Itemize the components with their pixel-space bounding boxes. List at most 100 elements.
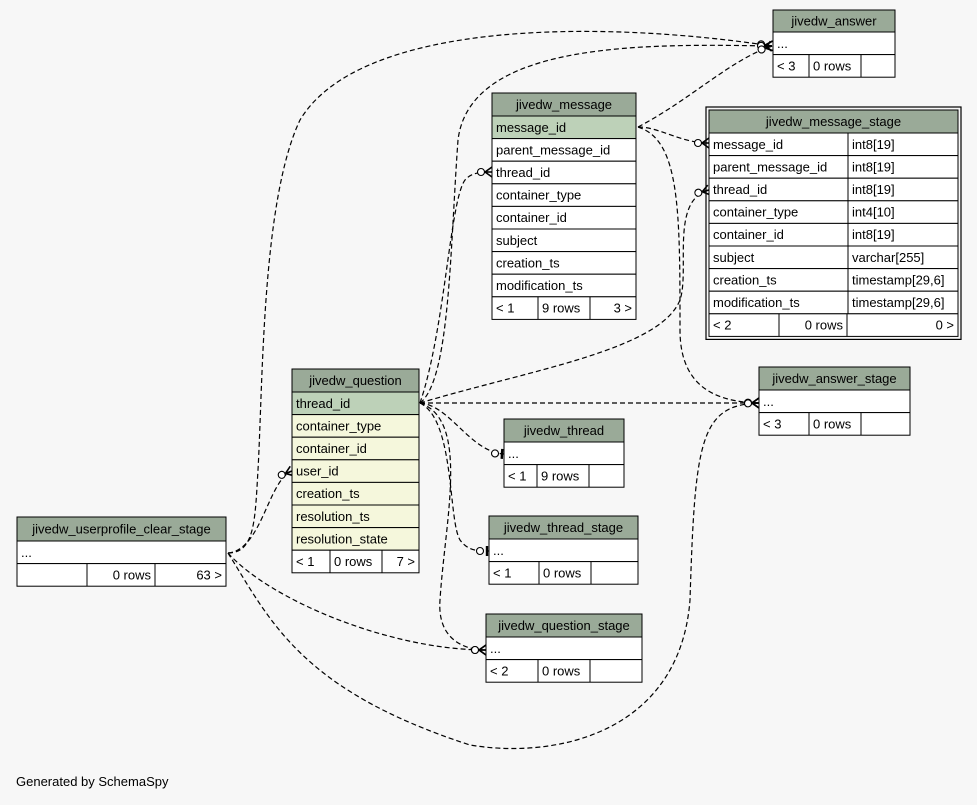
column-name: resolution_state — [296, 531, 388, 546]
column-name: container_type — [296, 418, 381, 433]
table-name: jivedw_answer_stage — [771, 371, 896, 386]
parents-count: < 1 — [493, 565, 511, 580]
column-row — [16, 540, 227, 565]
column-type: int8[19] — [852, 182, 895, 197]
column-name: creation_ts — [296, 486, 360, 501]
column-type: timestamp[29,6] — [852, 272, 945, 287]
edge-question-message — [419, 172, 492, 404]
column-name: ... — [490, 641, 501, 656]
column-name: container_id — [713, 227, 784, 242]
table-footer — [16, 563, 227, 587]
column-type: timestamp[29,6] — [852, 295, 945, 310]
column-row — [485, 636, 643, 661]
row-count: 9 rows — [541, 468, 580, 483]
column-row — [758, 389, 911, 414]
parents-count: < 1 — [496, 301, 514, 316]
children-count: 0 > — [936, 318, 954, 333]
column-name: subject — [496, 233, 538, 248]
children-count: 3 > — [614, 301, 632, 316]
column-name: container_id — [496, 210, 567, 225]
table-footer — [491, 296, 637, 320]
table-jivedw-answer-stage[interactable]: jivedw_answer_stage... < 3 0 rows — [758, 366, 911, 436]
column-name: thread_id — [496, 165, 550, 180]
row-count: 0 rows — [113, 567, 152, 582]
column-name: parent_message_id — [713, 159, 827, 174]
row-count: 0 rows — [813, 416, 852, 431]
table-jivedw-question[interactable]: jivedw_question thread_id container_typeco… — [291, 368, 420, 574]
table-jivedw-question-stage[interactable]: jivedw_question_stage... < 2 0 rows — [485, 613, 643, 683]
column-type: int4[10] — [852, 205, 895, 220]
edge-message-message-stage — [637, 126, 709, 143]
column-row — [503, 441, 625, 466]
table-footer — [758, 412, 911, 436]
table-footer — [291, 549, 420, 574]
children-count: 7 > — [397, 554, 415, 569]
relationships — [227, 30, 772, 750]
table-outer-border — [705, 106, 962, 340]
table-header — [16, 516, 227, 542]
parents-count: < 2 — [490, 663, 508, 678]
column-name: parent_message_id — [496, 142, 610, 157]
column-name: resolution_ts — [296, 509, 370, 524]
table-jivedw-message[interactable]: jivedw_message message_id parent_message_i… — [491, 92, 637, 320]
table-name: jivedw_answer — [790, 14, 877, 29]
edge-question-message-stage — [419, 190, 709, 404]
table-footer — [772, 54, 896, 78]
table-footer — [485, 659, 643, 683]
children-count: 63 > — [196, 567, 222, 582]
edge-question-answer — [419, 45, 772, 404]
row-count: 0 rows — [813, 58, 852, 73]
table-name: jivedw_question — [308, 373, 402, 388]
edge-message-answer-stage — [637, 126, 759, 403]
column-name: ... — [493, 543, 504, 558]
column-type: varchar[255] — [852, 250, 924, 265]
column-name: creation_ts — [713, 272, 777, 287]
column-name: container_type — [713, 205, 798, 220]
parents-count: < 1 — [296, 554, 314, 569]
generated-by-label: Generated by SchemaSpy — [16, 774, 169, 789]
edge-question-question-stage — [419, 402, 486, 650]
row-count: 0 rows — [543, 565, 582, 580]
column-row — [488, 538, 639, 563]
table-name: jivedw_message — [515, 97, 612, 112]
column-name: container_type — [496, 188, 581, 203]
edge-userprofile-question-stage — [227, 552, 486, 650]
column-name: container_id — [296, 441, 367, 456]
row-count: 0 rows — [805, 318, 844, 333]
column-name: message_id — [496, 120, 566, 135]
table-name: jivedw_userprofile_clear_stage — [31, 522, 211, 537]
column-type: int8[19] — [852, 159, 895, 174]
table-jivedw-thread-stage[interactable]: jivedw_thread_stage... < 1 0 rows — [488, 515, 639, 585]
column-type: int8[19] — [852, 137, 895, 152]
column-name: user_id — [296, 464, 339, 479]
table-footer — [488, 561, 639, 585]
column-type: int8[19] — [852, 227, 895, 242]
table-name: jivedw_thread_stage — [503, 520, 623, 535]
column-name: ... — [777, 36, 788, 51]
column-name: modification_ts — [496, 278, 583, 293]
column-name: ... — [508, 446, 519, 461]
parents-count: < 1 — [508, 468, 526, 483]
column-name: thread_id — [713, 182, 767, 197]
edge-userprofile-answer — [227, 30, 772, 554]
table-name: jivedw_question_stage — [497, 618, 630, 633]
parents-count: < 3 — [763, 416, 781, 431]
column-name: ... — [763, 394, 774, 409]
edge-message-answer — [637, 46, 772, 128]
table-name: jivedw_message_stage — [765, 114, 901, 129]
column-name: modification_ts — [713, 295, 800, 310]
row-count: 9 rows — [542, 301, 581, 316]
column-row — [772, 31, 896, 56]
edge-userprofile-question — [227, 471, 292, 554]
column-name: subject — [713, 250, 755, 265]
row-count: 0 rows — [542, 663, 581, 678]
column-name: thread_id — [296, 396, 350, 411]
table-footer — [503, 464, 625, 488]
row-count: 0 rows — [334, 554, 373, 569]
